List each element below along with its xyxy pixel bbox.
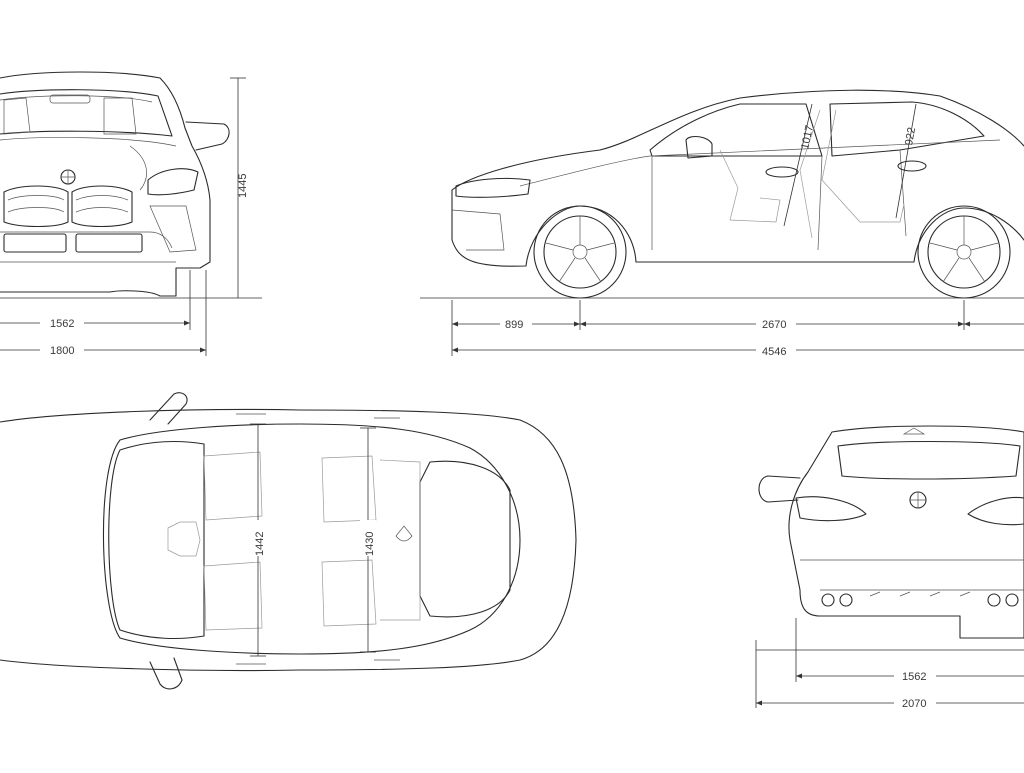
top-body-outline	[0, 408, 577, 672]
top-mirror-lower	[149, 657, 183, 690]
rear-track-label: 1562	[902, 671, 926, 683]
side-headlight	[455, 177, 531, 198]
kidney-grille-left	[3, 185, 69, 227]
side-view: 1017 922 899 2670 4546	[420, 89, 1024, 358]
rear-view: 1562 2070	[755, 425, 1024, 710]
top-mirror-upper	[149, 392, 188, 425]
front-height-label: 1445	[237, 174, 249, 198]
top-windshield	[108, 440, 205, 640]
top-rear-glass	[419, 460, 511, 618]
front-track-label: 1562	[50, 318, 74, 330]
roof-outline	[102, 423, 521, 655]
front-headroom-label: 1017	[799, 124, 816, 150]
rear-headroom-label: 922	[903, 126, 918, 146]
rear-width-label: 2070	[902, 698, 926, 710]
exhaust-1	[821, 593, 835, 607]
exhaust-4	[1005, 593, 1019, 607]
front-wheel	[533, 205, 627, 299]
side-body-outline	[451, 89, 1024, 241]
lower-intake-right	[75, 233, 143, 253]
door-handle-front	[765, 166, 799, 178]
tail-light-right	[967, 496, 1024, 526]
rear-window	[837, 440, 1021, 480]
side-mirror-side	[685, 135, 713, 159]
windshield	[0, 89, 173, 137]
tail-light-left	[795, 496, 867, 522]
side-mirror	[185, 121, 230, 151]
front-shoulder-label: 1442	[254, 532, 266, 556]
rear-body-outline	[788, 425, 1024, 639]
front-overhang-label: 899	[505, 319, 523, 331]
door-handle-rear	[897, 160, 927, 172]
headlight	[147, 168, 199, 196]
front-view: 1445 1562 1800	[0, 71, 262, 357]
rear-wheel	[917, 205, 1011, 299]
exhaust-2	[839, 593, 853, 607]
exhaust-3	[987, 593, 1001, 607]
top-view: 1442 1430	[0, 392, 577, 690]
lower-intake-left	[3, 233, 67, 253]
rear-mirror	[758, 475, 801, 503]
side-window-rear	[829, 101, 985, 157]
side-window-front	[649, 103, 823, 157]
kidney-grille-right	[71, 185, 133, 228]
front-body-outline	[0, 71, 211, 297]
wheelbase-label: 2670	[762, 319, 786, 331]
rear-shoulder-label: 1430	[364, 532, 376, 556]
length-label: 4546	[762, 346, 786, 358]
front-width-label: 1800	[50, 345, 74, 357]
